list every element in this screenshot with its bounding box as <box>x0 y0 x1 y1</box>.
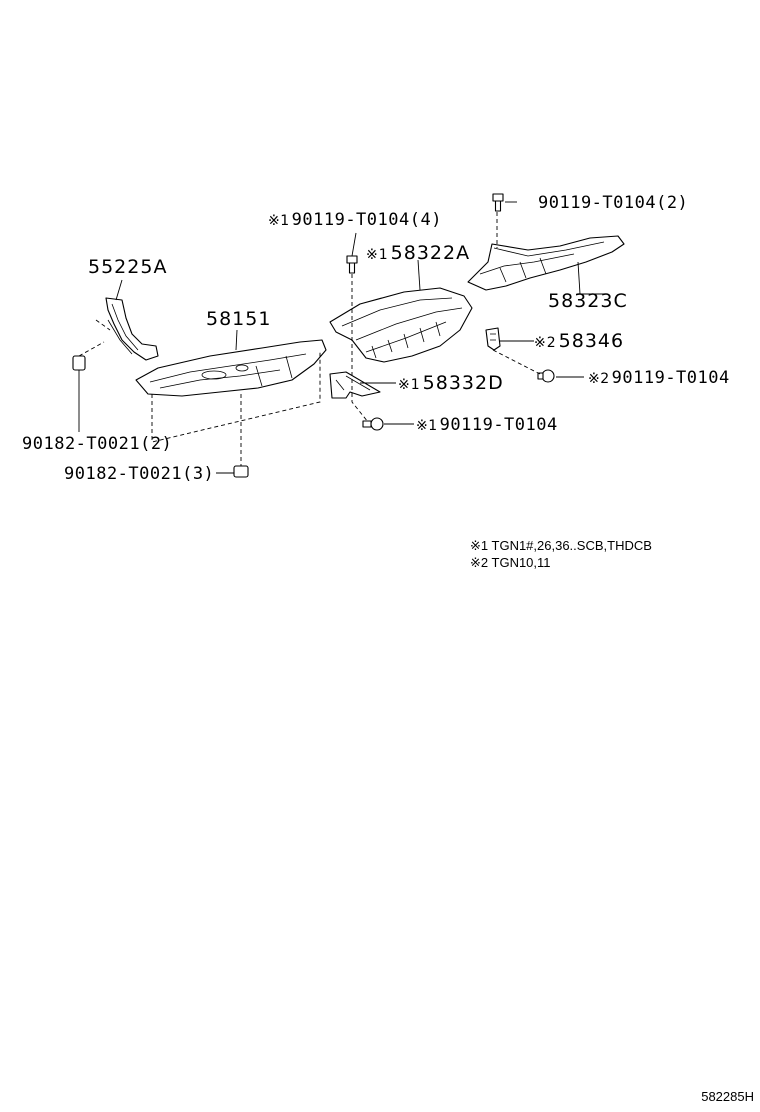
footnote-mark: ※2 <box>588 371 610 387</box>
footnote-text: TGN1#,26,36..SCB,THDCB <box>491 538 652 553</box>
footnote-mark: ※1 <box>268 213 290 229</box>
footnote-1: ※1 TGN1#,26,36..SCB,THDCB <box>470 538 652 554</box>
footnote-text: TGN10,11 <box>491 555 551 570</box>
part-58151-cover <box>135 339 327 397</box>
footnote-mark: ※2 <box>470 555 489 570</box>
part-number: 58322A <box>390 242 471 264</box>
footnote-2: ※2 TGN10,11 <box>470 555 551 571</box>
part-58346-clip <box>485 327 501 351</box>
callout-90182-t0021-3: 90182-T0021(3) <box>64 464 215 484</box>
footnote-mark: ※1 <box>470 538 489 553</box>
part-58332d-bracket <box>329 371 381 399</box>
footnote-mark: ※1 <box>398 377 421 393</box>
nut-icon <box>72 355 86 371</box>
part-number: 90119-T0104 <box>439 415 558 435</box>
part-label-55225a: 55225A <box>88 256 168 278</box>
footnote-mark: ※1 <box>416 418 438 434</box>
callout-90119-t0104-2: 90119-T0104(2) <box>538 193 689 213</box>
part-55225a-bracket <box>105 297 159 361</box>
part-58322a-panel <box>329 287 473 363</box>
part-58323c-cover <box>467 235 625 291</box>
footnote-mark: ※2 <box>534 335 557 351</box>
footnote-mark: ※1 <box>366 247 389 263</box>
callout-90182-t0021-2: 90182-T0021(2) <box>22 434 173 454</box>
part-number: 90119-T0104(4) <box>291 210 442 230</box>
part-label-58323c: 58323C <box>548 290 628 312</box>
nut-icon <box>233 465 249 478</box>
part-number: 58346 <box>558 330 625 352</box>
diagram-code: 582285H <box>701 1089 754 1104</box>
part-number: 90119-T0104 <box>611 368 730 388</box>
bolt-icon <box>346 255 358 274</box>
bolt-icon <box>492 193 504 212</box>
bolt-icon <box>362 417 384 431</box>
bolt-icon <box>537 369 555 383</box>
part-label-58151: 58151 <box>206 308 272 330</box>
part-number: 58332D <box>422 372 504 394</box>
